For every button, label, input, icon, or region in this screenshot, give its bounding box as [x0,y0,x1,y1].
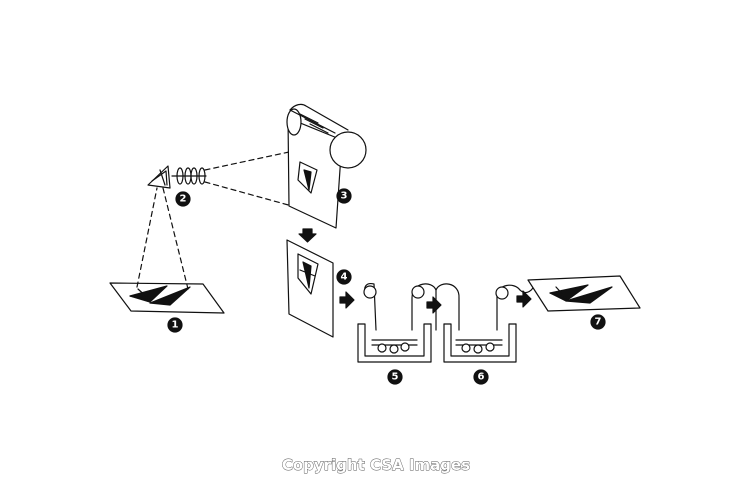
final-copy [527,275,641,312]
arrow-right-icon [339,291,355,309]
film-roll [286,103,367,229]
step-badge-1: 1 [167,317,183,333]
svg-text:1: 1 [172,320,179,331]
developing-tank [357,323,432,363]
step-badge-7: 7 [590,314,606,330]
arrow-right-icon [426,296,442,314]
light-beam-upper [204,151,293,207]
svg-text:7: 7 [595,317,602,328]
developing-tank [443,323,517,363]
copyright-credit: Copyright CSA Images [282,456,470,474]
svg-text:2: 2 [180,194,187,205]
step-badge-3: 3 [336,188,352,204]
svg-text:6: 6 [478,372,485,383]
arrow-right-icon [516,290,532,308]
arrow-down-icon [298,228,317,243]
step-badge-6: 6 [473,369,489,385]
prism-lens [147,165,207,189]
light-beam-lower [136,187,189,290]
step-badge-5: 5 [387,369,403,385]
step-badge-4: 4 [336,269,352,285]
paper-path [363,283,535,331]
original-document [109,282,225,314]
svg-text:5: 5 [392,372,399,383]
svg-text:4: 4 [341,272,348,283]
exposed-sheet [286,239,334,338]
step-badge-2: 2 [175,191,191,207]
svg-text:3: 3 [341,191,348,202]
